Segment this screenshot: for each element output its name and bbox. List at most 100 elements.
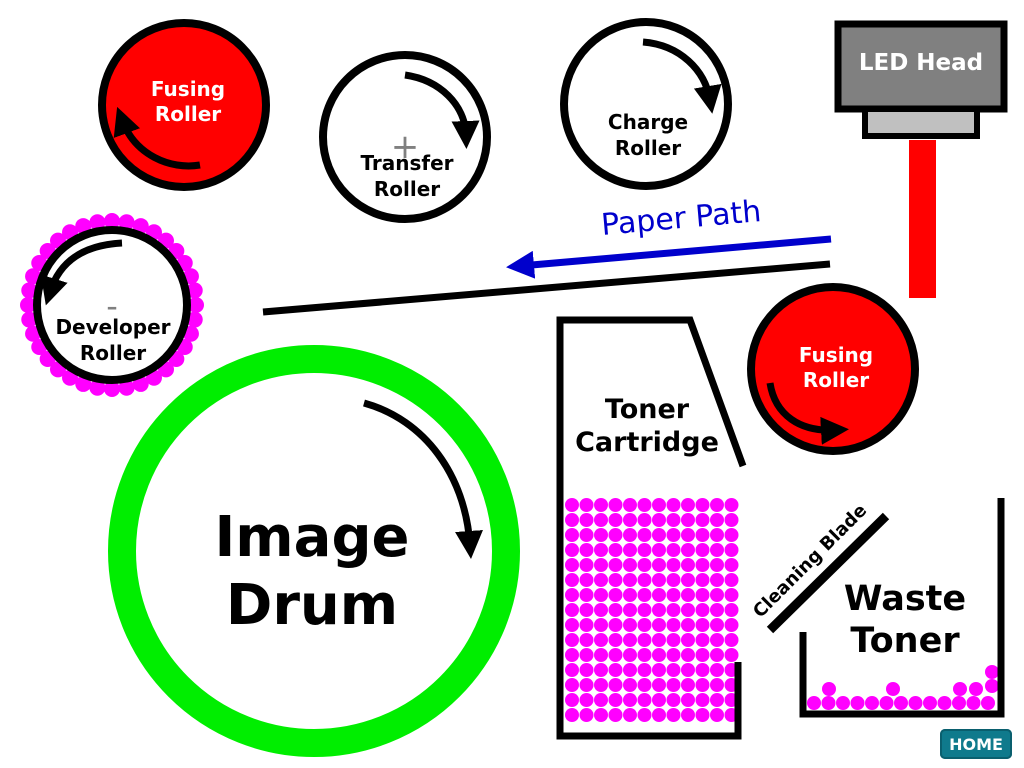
toner-particle	[710, 543, 724, 557]
drum-label-2: Drum	[226, 573, 398, 638]
toner-particle	[623, 543, 637, 557]
toner-particle	[879, 696, 894, 710]
toner-particle	[637, 498, 652, 512]
toner-particle	[666, 513, 681, 527]
toner-particle	[652, 513, 666, 527]
toner-particle	[594, 603, 608, 617]
toner-particle	[681, 528, 695, 542]
transfer-roller: + Transfer Roller	[319, 51, 491, 223]
toner-particle	[652, 543, 666, 557]
toner-particle	[710, 603, 724, 617]
toner-particle	[981, 696, 995, 710]
toner-particle	[681, 633, 695, 647]
toner-particle	[724, 618, 739, 632]
waste-toner-bin: Waste Toner	[799, 498, 1005, 718]
fusing-roller-bottom: Fusing Roller	[747, 283, 919, 455]
led-head: LED Head	[834, 20, 1008, 298]
toner-particle	[652, 678, 666, 692]
toner-particle	[695, 678, 710, 692]
toner-particle	[565, 693, 579, 707]
charge-label-2: Roller	[615, 136, 681, 160]
toner-particle	[681, 693, 695, 707]
toner-particle	[666, 663, 681, 677]
toner-particle	[594, 663, 608, 677]
led-beam	[909, 140, 936, 298]
waste-bin-outline	[799, 498, 1005, 718]
fusing-top-label-2: Roller	[155, 102, 221, 126]
toner-particle	[637, 543, 652, 557]
toner-particle	[652, 618, 666, 632]
toner-particle	[710, 693, 724, 707]
toner-particle	[565, 543, 579, 557]
toner-particle	[594, 678, 608, 692]
developer-minus-sign: -	[106, 287, 118, 325]
image-drum: Image Drum	[108, 345, 520, 757]
toner-particle	[666, 648, 681, 662]
toner-particle	[724, 573, 739, 587]
toner-particle	[579, 498, 594, 512]
toner-particle	[724, 558, 739, 572]
toner-particle	[565, 528, 579, 542]
toner-particle	[579, 633, 594, 647]
toner-particle	[710, 558, 724, 572]
fusing-bottom-label-1: Fusing	[799, 343, 873, 367]
toner-particle	[623, 633, 637, 647]
cleaning-blade-bar	[766, 512, 890, 634]
fusing-bottom-label-2: Roller	[803, 368, 869, 392]
toner-particle	[681, 603, 695, 617]
toner-cartridge: Toner Cartridge	[556, 316, 747, 740]
toner-particle	[969, 682, 983, 696]
toner-particle	[579, 588, 594, 602]
toner-particle	[594, 693, 608, 707]
toner-particle	[637, 663, 652, 677]
toner-particle	[623, 513, 637, 527]
toner-particle	[594, 618, 608, 632]
toner-particle	[681, 708, 695, 722]
toner-particle	[652, 573, 666, 587]
toner-particle	[710, 678, 724, 692]
toner-particle	[608, 603, 623, 617]
toner-particle	[623, 573, 637, 587]
toner-particle	[118, 214, 135, 231]
toner-particle	[710, 648, 724, 662]
toner-particle	[710, 513, 724, 527]
toner-particle	[666, 693, 681, 707]
toner-particle	[637, 573, 652, 587]
toner-particle	[710, 618, 724, 632]
toner-particle	[21, 282, 38, 299]
toner-particle	[579, 513, 594, 527]
toner-particle	[985, 679, 999, 693]
toner-particle	[681, 573, 695, 587]
toner-particle	[652, 603, 666, 617]
toner-particle	[594, 708, 608, 722]
toner-particle	[666, 603, 681, 617]
toner-particle	[666, 528, 681, 542]
home-button[interactable]: HOME	[940, 729, 1012, 759]
toner-particle	[594, 648, 608, 662]
toner-particle	[695, 708, 710, 722]
toner-particle	[623, 588, 637, 602]
rotation-arrow	[363, 399, 483, 559]
toner-particle	[666, 678, 681, 692]
toner-particle	[608, 708, 623, 722]
toner-particle	[666, 543, 681, 557]
toner-particle	[594, 498, 608, 512]
toner-particle	[637, 588, 652, 602]
fusing-top-label-1: Fusing	[151, 77, 225, 101]
fusing-roller-top: Fusing Roller	[98, 19, 270, 191]
toner-particle	[908, 696, 923, 710]
toner-particle	[623, 498, 637, 512]
waste-label-1: Waste	[844, 579, 966, 619]
toner-particle	[594, 513, 608, 527]
toner-particle	[188, 297, 204, 313]
toner-particle	[821, 696, 836, 710]
toner-particle	[608, 678, 623, 692]
toner-particle	[637, 678, 652, 692]
toner-particle	[681, 498, 695, 512]
toner-particle	[710, 708, 724, 722]
toner-particle	[89, 379, 106, 396]
toner-particle	[724, 633, 739, 647]
toner-particle	[565, 648, 579, 662]
toner-label-1: Toner	[605, 394, 690, 425]
